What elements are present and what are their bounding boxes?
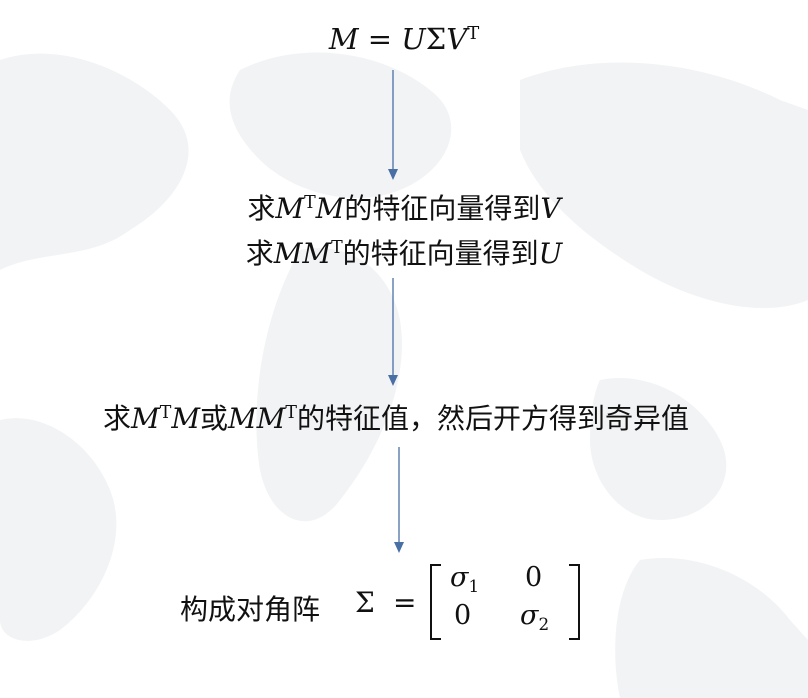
step3-label: 构成对角阵 xyxy=(180,593,321,626)
step1-line2-m1: M xyxy=(273,237,303,270)
formula-u: U xyxy=(401,22,426,56)
formula-v: V xyxy=(446,22,468,56)
step1-line2-text: 的特征向量得到 xyxy=(342,237,539,270)
arrow-down-2 xyxy=(388,278,398,386)
step2-line: 求MTM或MMT的特征值，然后开方得到奇异值 xyxy=(0,397,792,437)
step1-line2: 求MMT的特征向量得到U xyxy=(0,232,808,272)
formula-equals: = xyxy=(367,22,393,56)
step2-b2: M xyxy=(256,402,286,435)
step2-or: 或 xyxy=(199,402,228,435)
step1-line1: 求MTM的特征向量得到V xyxy=(0,187,808,227)
step2-b-transpose: T xyxy=(285,403,297,424)
matrix-cell-r2c2: σ2 xyxy=(520,600,550,634)
step2-a1: M xyxy=(131,402,160,435)
svd-formula: M = UΣVT xyxy=(0,22,808,56)
step2-text: 的特征值，然后开方得到奇异值 xyxy=(296,402,689,435)
step2-b1: M xyxy=(228,402,257,435)
step1-line1-m2: M xyxy=(315,192,345,225)
matrix-cell-r2c1: 0 xyxy=(454,600,472,631)
step1-line2-result: U xyxy=(538,237,563,270)
matrix-cell-r1c2: 0 xyxy=(525,562,543,593)
step2-prefix: 求 xyxy=(103,402,132,435)
step3-sigma: Σ xyxy=(355,586,375,619)
matrix-cell-r1c1: σ1 xyxy=(450,562,480,596)
step2-a2: M xyxy=(171,402,200,435)
step1-line1-prefix: 求 xyxy=(247,192,276,225)
formula-sigma: Σ xyxy=(425,22,447,56)
step1-line2-transpose: T xyxy=(331,238,343,259)
sigma-matrix: σ1 0 0 σ2 xyxy=(430,562,580,640)
arrow-down-3 xyxy=(394,447,404,553)
step3-diagonal-matrix: 构成对角阵 Σ = σ1 0 0 σ2 xyxy=(180,562,600,642)
step2-a-transpose: T xyxy=(159,403,172,424)
formula-m: M xyxy=(328,22,359,56)
step3-equals: = xyxy=(393,586,417,619)
step1-line1-m1: M xyxy=(275,192,305,225)
formula-transpose: T xyxy=(467,23,480,45)
step1-line1-text: 的特征向量得到 xyxy=(344,192,541,225)
matrix-left-bracket xyxy=(430,564,441,640)
step1-line1-result: V xyxy=(540,192,561,225)
step1-line1-transpose: T xyxy=(304,193,316,214)
step1-line2-prefix: 求 xyxy=(245,237,274,270)
arrow-down-1 xyxy=(388,70,398,180)
step1-line2-m2: M xyxy=(302,237,332,270)
matrix-right-bracket xyxy=(569,564,580,640)
